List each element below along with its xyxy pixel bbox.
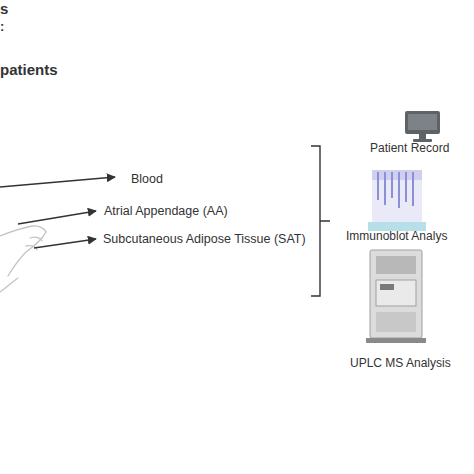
hand-illustration <box>0 226 46 292</box>
gel-body <box>372 180 422 222</box>
gel-lane <box>384 172 386 205</box>
gel-icon <box>368 170 426 231</box>
monitor-icon <box>405 111 440 142</box>
heading-fragment: s <box>0 0 8 17</box>
sample-label: Blood <box>131 172 163 186</box>
sample-arrows <box>0 177 115 248</box>
instrument-panel <box>376 312 416 332</box>
instrument-base <box>366 338 426 343</box>
instrument-display <box>380 284 394 290</box>
hand-outline <box>0 278 18 292</box>
monitor-screen <box>408 114 437 130</box>
method-label: Immunoblot Analys <box>346 230 447 244</box>
gel-lane <box>377 172 379 200</box>
finger-outline <box>30 237 42 241</box>
gel-lane <box>405 172 407 202</box>
sample-label: Subcutaneous Adipose Tissue (SAT) <box>103 232 306 246</box>
sample-arrow <box>34 239 96 248</box>
grouping-bracket <box>311 146 330 296</box>
method-label: UPLC MS Analysis <box>350 357 451 371</box>
gel-top <box>372 170 422 180</box>
instrument-icon <box>366 250 426 343</box>
monitor-frame <box>405 111 440 134</box>
sample-arrow <box>0 177 115 187</box>
gel-lane <box>391 172 393 198</box>
heading-fragment: : <box>0 20 4 35</box>
hand-outline <box>8 232 46 276</box>
instrument-panel <box>376 280 416 306</box>
heading-fragment: patients <box>0 61 58 78</box>
method-label: Patient Record <box>370 142 449 156</box>
instrument-body <box>370 250 422 338</box>
gel-lane <box>412 172 414 206</box>
instrument-panel <box>376 256 416 274</box>
hand-outline <box>0 226 46 236</box>
sample-label: Atrial Appendage (AA) <box>104 204 228 218</box>
monitor-neck <box>419 134 426 139</box>
sample-arrow <box>18 211 96 224</box>
gel-lane <box>398 172 400 208</box>
